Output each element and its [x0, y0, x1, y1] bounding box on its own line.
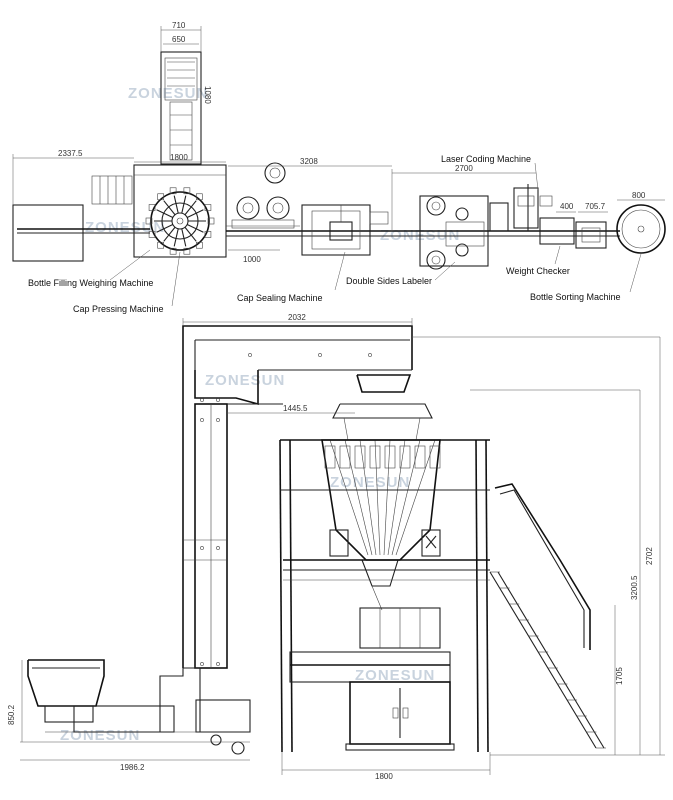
dim-650: 650 [172, 35, 186, 44]
elevator-hopper: 850.2 1986.2 [7, 659, 251, 772]
dim-1705: 1705 [615, 667, 624, 685]
dim-2337-5: 2337.5 [58, 149, 83, 158]
dim-710: 710 [172, 21, 186, 30]
label-bottle-filling-weighing: Bottle Filling Weighing Machine [28, 278, 153, 288]
watermark-bottom: ZONESUN [60, 727, 140, 744]
dim-1800-top: 1800 [170, 153, 188, 162]
dim-705-7: 705.7 [585, 202, 606, 211]
plan-cap-bowls: 1000 3208 [228, 157, 392, 264]
dim-2702: 2702 [645, 547, 654, 565]
multihead-weigher [321, 374, 441, 611]
label-weight-checker: Weight Checker [506, 266, 570, 276]
dim-1445-5: 1445.5 [283, 404, 308, 413]
plan-cap-sealer [301, 204, 389, 256]
plan-view: 710 650 1080 1800 [12, 21, 666, 314]
dim-1000: 1000 [243, 255, 261, 264]
dim-1986-2: 1986.2 [120, 763, 145, 772]
right-dimensions: 2702 3200.5 1705 [412, 336, 665, 756]
plan-laser-coder [489, 184, 553, 232]
plan-elevator: 710 650 1080 [160, 21, 212, 165]
plan-filling-frame: 1800 [133, 153, 227, 258]
label-double-sides-labeler: Double Sides Labeler [346, 276, 432, 286]
dim-2700: 2700 [455, 164, 473, 173]
plan-labeler: 2700 [391, 164, 536, 270]
stairs [489, 483, 606, 749]
dim-400: 400 [560, 202, 574, 211]
watermark-elevator: ZONESUN [205, 372, 285, 389]
plan-main-conveyor [226, 225, 620, 237]
label-bottle-sorting: Bottle Sorting Machine [530, 292, 621, 302]
dim-850-2: 850.2 [7, 704, 16, 725]
watermark-weigher: ZONESUN [330, 474, 410, 491]
label-cap-pressing: Cap Pressing Machine [73, 304, 164, 314]
weigher-platform [279, 439, 490, 753]
watermark-top: ZONESUN [128, 85, 208, 102]
dim-3208: 3208 [300, 157, 318, 166]
plan-left-conveyor: 2337.5 [12, 149, 150, 262]
label-cap-sealing: Cap Sealing Machine [237, 293, 323, 303]
plan-weight-checker: 400 705.7 [539, 202, 608, 249]
label-laser-coding: Laser Coding Machine [441, 154, 531, 164]
dim-1800-bottom: 1800 [375, 772, 393, 781]
watermark-filler: ZONESUN [355, 667, 435, 684]
dim-3200-5: 3200.5 [630, 575, 639, 600]
plan-bottle-sorter: 800 [616, 191, 666, 254]
dim-1080: 1080 [203, 86, 212, 104]
elevator-side: 2032 1445.5 [182, 313, 413, 669]
dim-800: 800 [632, 191, 646, 200]
elevation-view: 2032 1445.5 850.2 1986.2 [7, 313, 665, 781]
filler-base: 1800 [281, 607, 491, 781]
dim-2032: 2032 [288, 313, 306, 322]
watermark-mid-left: ZONESUN [85, 219, 165, 236]
